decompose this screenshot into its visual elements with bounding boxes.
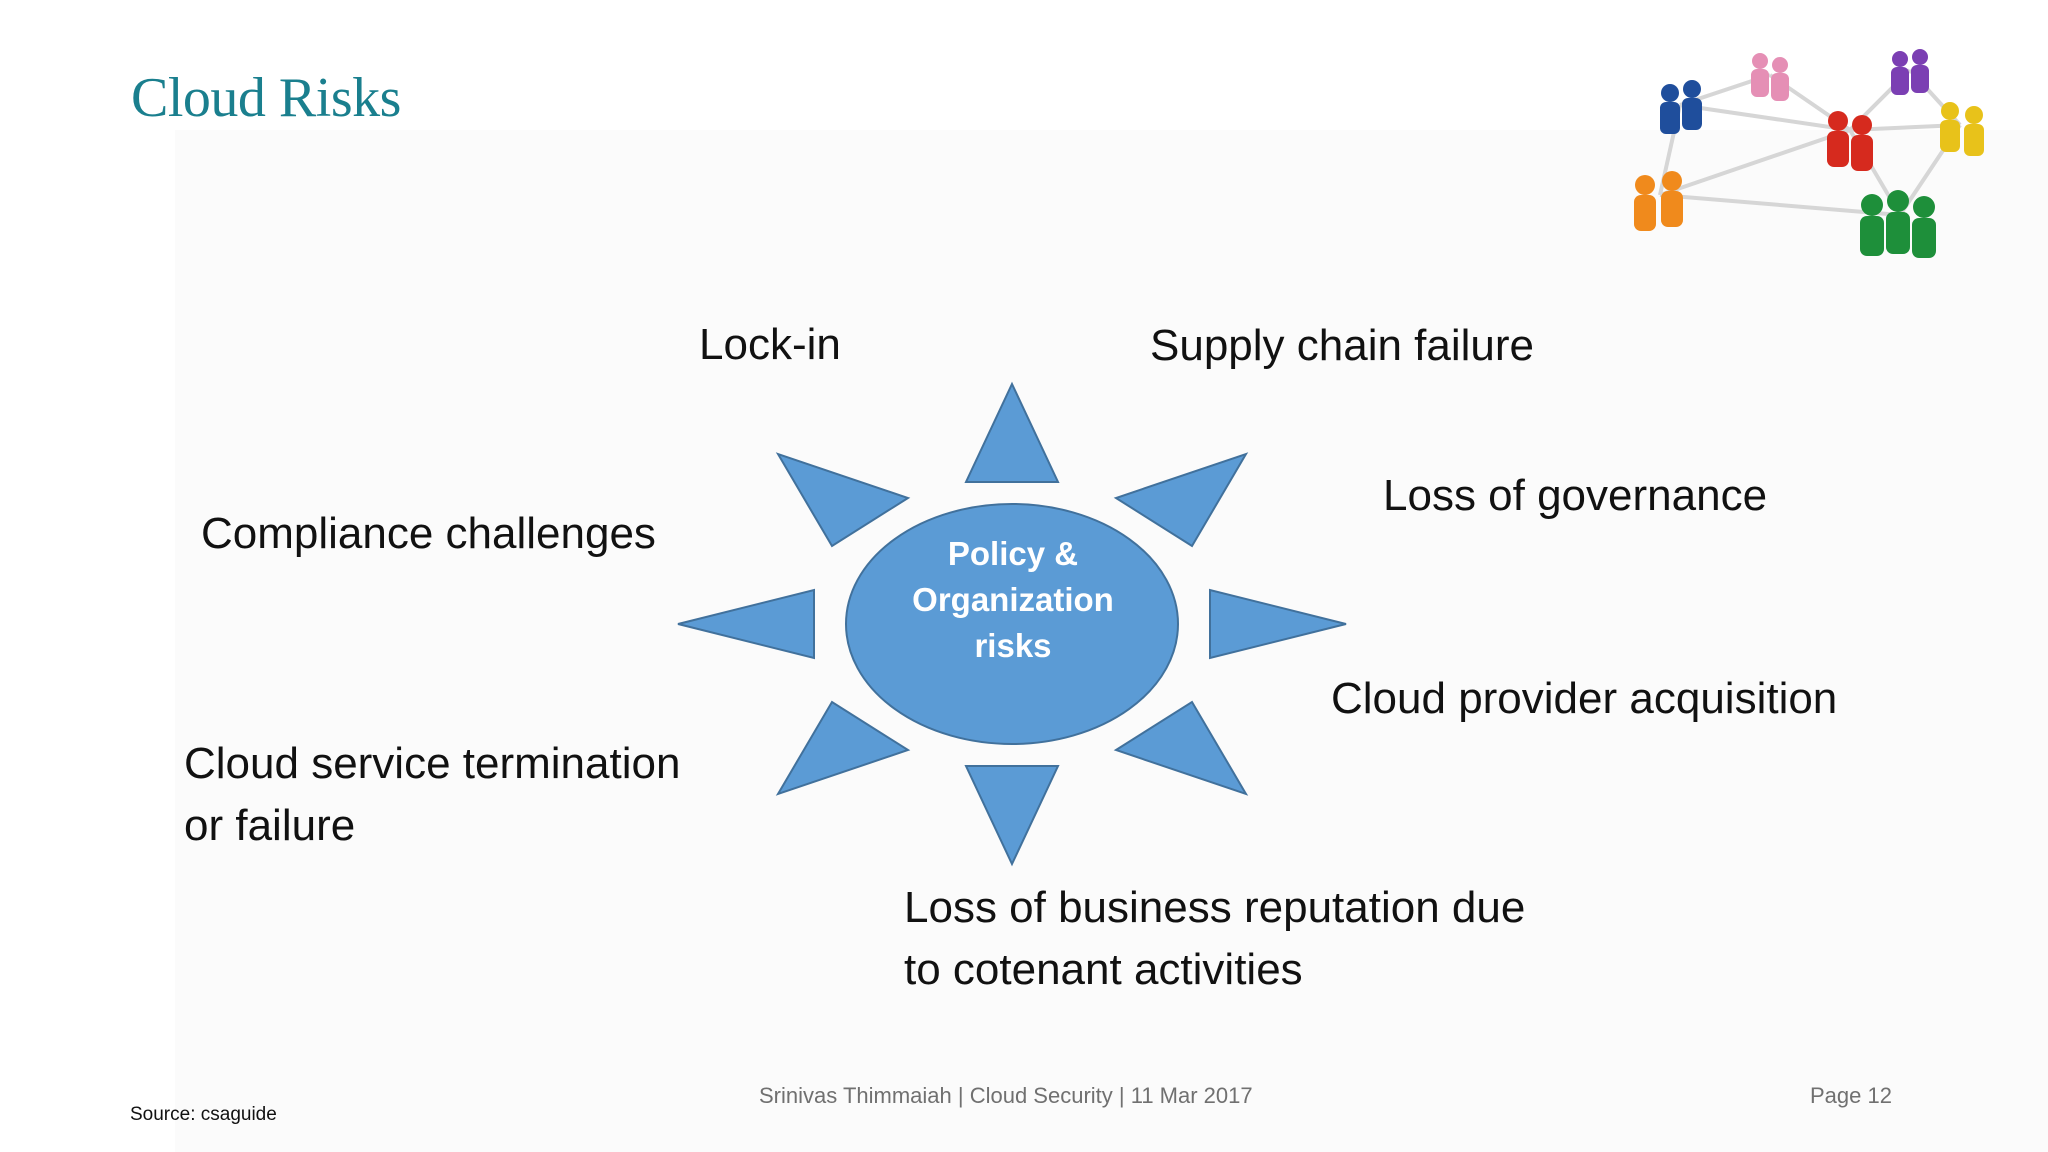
arrow-down-right: [1113, 700, 1249, 796]
arrow-down-left: [775, 700, 911, 796]
center-label-line-1: Policy &: [947, 535, 1079, 572]
center-label-line-2: Organization: [912, 581, 1114, 618]
people-figures: [1634, 49, 1984, 258]
people-network-icon: [1634, 49, 1984, 258]
source-note: Source: csaguide: [130, 1104, 277, 1125]
arrow-right: [1209, 588, 1347, 660]
page-number: Page 12: [1810, 1083, 1892, 1108]
risk-label-reputation-line-2: to cotenant activities: [904, 945, 1303, 994]
risk-label-reputation-line-1: Loss of business reputation due: [904, 883, 1526, 932]
arrow-down: [964, 765, 1060, 867]
risk-label-reputation: Loss of business reputation due to coten…: [904, 877, 1525, 1001]
arrow-up-right: [1113, 452, 1249, 548]
center-ellipse: [845, 503, 1179, 745]
risk-label-termination-line-2: or failure: [184, 801, 356, 850]
slide-title: Cloud Risks: [131, 67, 401, 129]
arrow-left: [677, 588, 815, 660]
risk-label-governance: Loss of governance: [1383, 471, 1768, 520]
risk-label-lock-in: Lock-in: [699, 320, 841, 369]
center-label-line-3: risks: [974, 627, 1052, 664]
arrow-up: [964, 381, 1060, 483]
risk-label-termination-line-1: Cloud service termination: [184, 739, 681, 788]
diagram-arrows: [677, 381, 1347, 867]
arrow-up-left: [775, 452, 911, 548]
footer-text: Srinivas Thimmaiah | Cloud Security | 11…: [759, 1083, 1253, 1108]
risk-label-acquisition: Cloud provider acquisition: [1331, 674, 1838, 723]
risk-label-termination: Cloud service termination or failure: [184, 733, 680, 857]
risk-star-diagram: [677, 381, 1347, 867]
risk-label-supply-chain: Supply chain failure: [1150, 321, 1535, 370]
center-ellipse-label: Policy & Organization risks: [845, 531, 1181, 669]
risk-label-compliance: Compliance challenges: [201, 509, 656, 558]
